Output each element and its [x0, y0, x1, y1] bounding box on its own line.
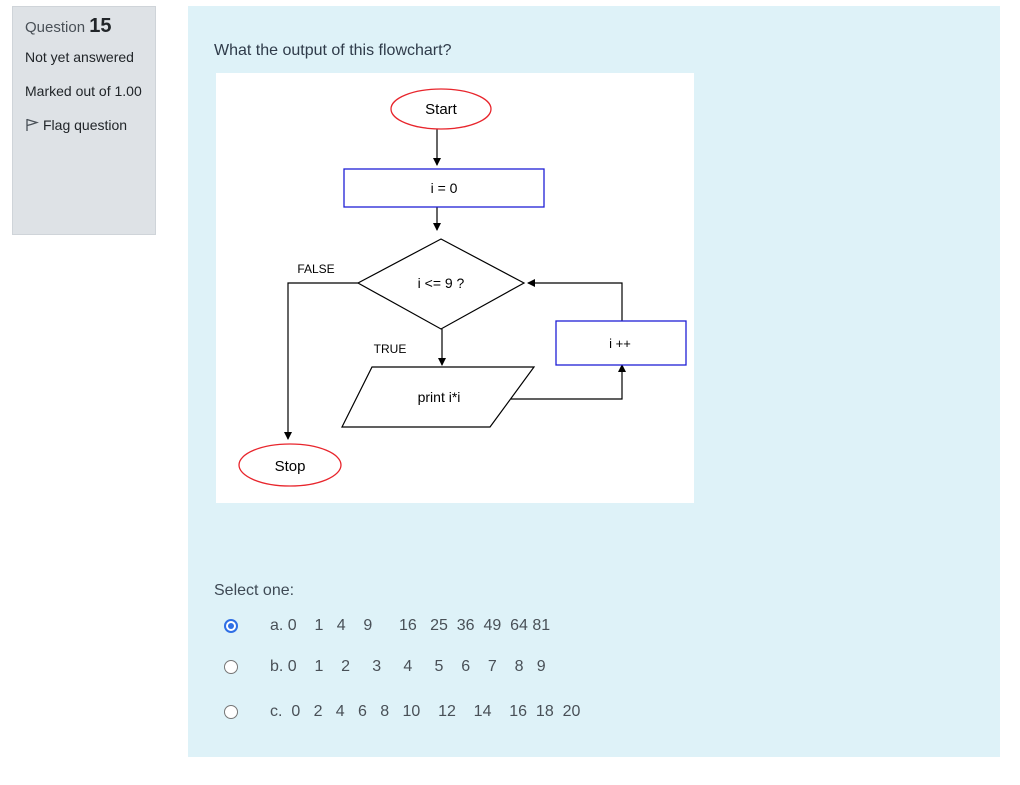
answer-option-a[interactable]: a. 0 1 4 9 16 25 36 49 64 81: [224, 614, 550, 638]
question-number: Question 15: [25, 15, 143, 38]
radio-a[interactable]: [224, 619, 238, 633]
flowchart-image: Start i = 0 i <= 9 ? FALSE TRUE i ++ pri…: [216, 73, 694, 503]
init-process: [343, 168, 545, 208]
stop-label: Stop: [275, 458, 306, 475]
flowchart-diagram: Start i = 0 i <= 9 ? FALSE TRUE i ++ pri…: [238, 88, 687, 487]
connector-print-increment: [511, 364, 626, 400]
question-number-value: 15: [89, 15, 112, 37]
start-label: Start: [425, 101, 458, 118]
start-terminal: [390, 88, 492, 130]
option-a-label: a. 0 1 4 9 16 25 36 49 64 81: [270, 617, 551, 634]
flag-question-link[interactable]: Flag question: [25, 114, 143, 136]
question-text: What the output of this flowchart?: [214, 42, 452, 59]
answer-option-b[interactable]: b. 0 1 2 3 4 5 6 7 8 9: [224, 655, 546, 679]
condition-decision: [356, 238, 526, 330]
condition-label: i <= 9 ?: [418, 275, 465, 291]
flag-icon: [26, 118, 39, 131]
select-one-prompt: Select one:: [214, 582, 295, 599]
question-content: What the output of this flowchart?: [188, 6, 1000, 757]
flag-question-label: Flag question: [43, 117, 128, 133]
connector-false: [284, 282, 358, 440]
option-c-label: c. 0 2 4 6 8 10 12 14 16 18 20: [270, 703, 581, 720]
false-label: FALSE: [297, 262, 334, 276]
print-label: print i*i: [418, 389, 461, 405]
connector-loop-back: [527, 279, 623, 321]
question-label: Question: [25, 19, 86, 36]
question-state: Not yet answered: [25, 49, 134, 65]
init-label: i = 0: [431, 180, 458, 196]
increment-process: [555, 320, 687, 366]
question-info-panel: Question 15 Not yet answered Marked out …: [12, 6, 156, 235]
option-b-label: b. 0 1 2 3 4 5 6 7 8 9: [270, 658, 546, 675]
print-io: [341, 366, 536, 428]
stop-terminal: [238, 443, 342, 487]
increment-label: i ++: [609, 336, 631, 351]
answer-option-c[interactable]: c. 0 2 4 6 8 10 12 14 16 18 20: [224, 700, 580, 724]
question-grade: Marked out of 1.00: [25, 83, 142, 99]
true-label: TRUE: [374, 342, 407, 356]
radio-c[interactable]: [224, 705, 238, 719]
radio-b[interactable]: [224, 660, 238, 674]
